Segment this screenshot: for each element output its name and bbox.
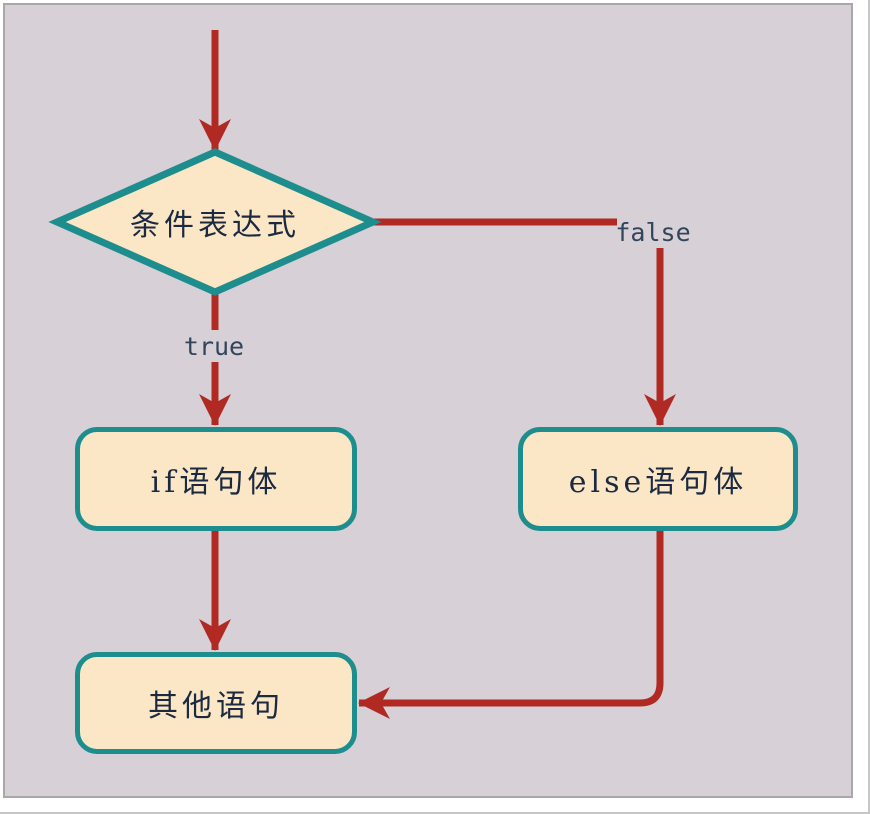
node-other-statements-label: 其他语句 [148, 689, 284, 724]
node-else-body-label: else语句体 [568, 465, 748, 500]
node-condition: 条件表达式 [57, 152, 373, 292]
node-else-body: else语句体 [518, 427, 798, 531]
edge-label-true: true [183, 332, 245, 361]
node-if-body-label: if语句体 [150, 465, 282, 500]
node-if-body: if语句体 [75, 427, 357, 531]
node-condition-label: 条件表达式 [130, 208, 300, 243]
edge-label-false: false [615, 218, 691, 247]
node-other-statements: 其他语句 [75, 652, 357, 754]
